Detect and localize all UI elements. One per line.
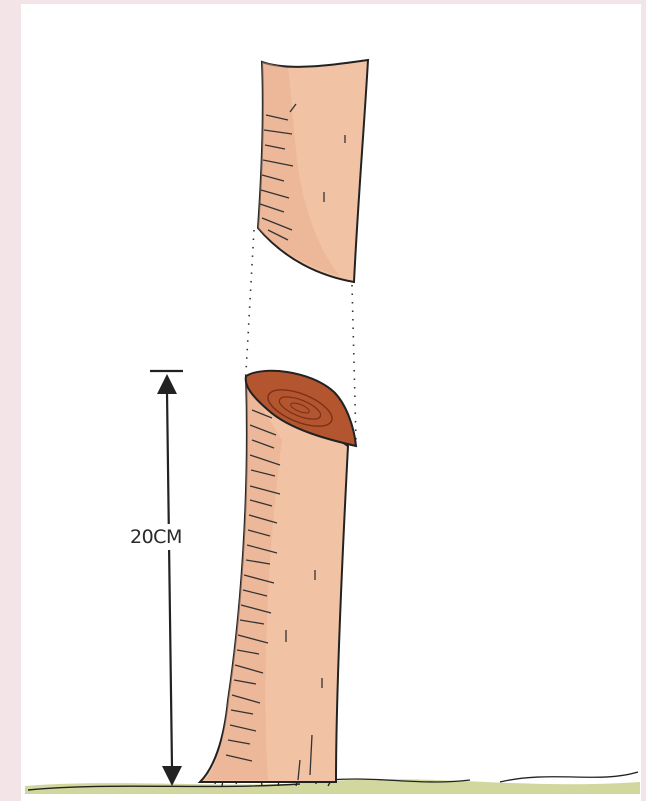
- removed-trunk-section: [258, 60, 368, 282]
- measurement-arrow: [150, 371, 183, 786]
- arrow-head-top: [157, 374, 177, 394]
- measurement-label: 20CM: [130, 524, 182, 550]
- arrow-head-bottom: [162, 766, 182, 786]
